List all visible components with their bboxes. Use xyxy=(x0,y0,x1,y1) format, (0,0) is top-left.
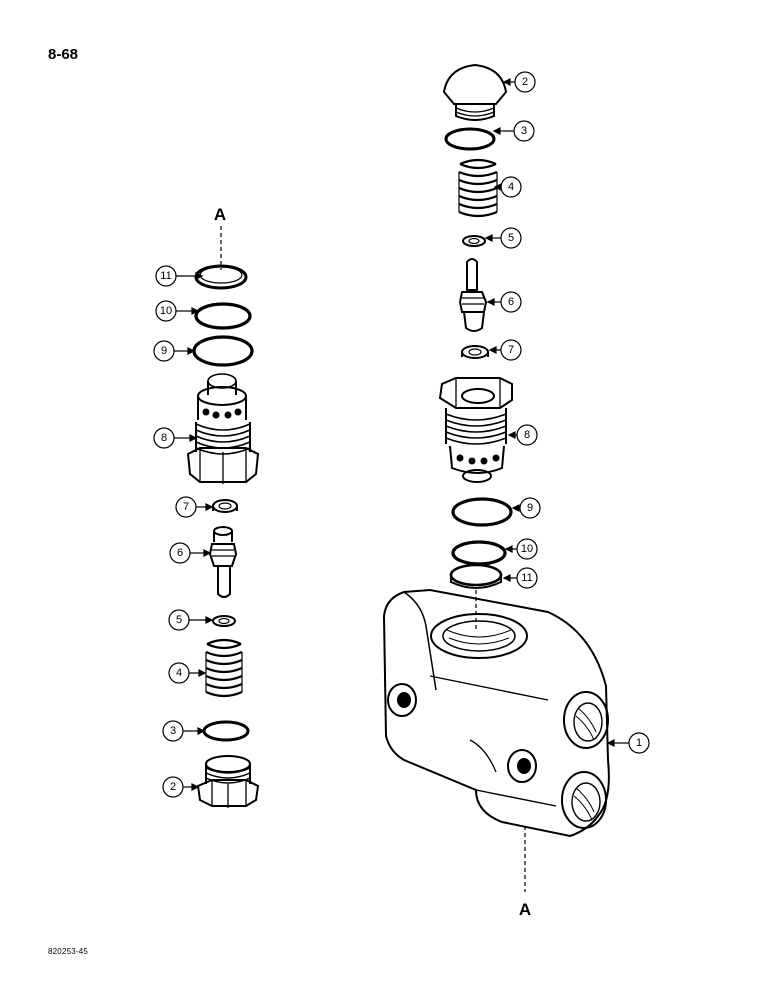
right-assembly: A xyxy=(382,63,610,919)
callout-left-8: 8 xyxy=(153,427,198,449)
right-callouts: 2 3 4 5 6 7 8 9 10 11 1 xyxy=(484,71,650,754)
svg-text:7: 7 xyxy=(183,501,189,513)
o-ring-9-right xyxy=(451,497,513,527)
svg-text:2: 2 xyxy=(170,781,176,793)
callout-left-10: 10 xyxy=(155,300,200,322)
svg-text:5: 5 xyxy=(508,232,514,244)
callout-left-11: 11 xyxy=(155,265,204,287)
callout-right-6: 6 xyxy=(486,291,522,313)
svg-text:6: 6 xyxy=(508,296,514,308)
o-ring-3-right xyxy=(444,127,496,151)
svg-text:8: 8 xyxy=(161,432,167,444)
washer-7 xyxy=(212,499,238,513)
washer-5 xyxy=(212,615,236,627)
svg-text:9: 9 xyxy=(527,502,533,514)
callout-right-10: 10 xyxy=(504,538,538,560)
callout-right-2: 2 xyxy=(502,71,536,93)
callout-right-4: 4 xyxy=(493,176,522,198)
backup-ring-11-right xyxy=(449,563,503,589)
callout-left-9: 9 xyxy=(153,340,196,362)
callout-left-4: 4 xyxy=(168,662,207,684)
svg-text:2: 2 xyxy=(522,76,528,88)
callout-right-8: 8 xyxy=(507,424,538,446)
poppet-6-right xyxy=(458,258,488,332)
valve-housing-1 xyxy=(382,588,610,838)
callout-left-6: 6 xyxy=(169,542,212,564)
washer-7-right xyxy=(461,345,489,359)
svg-text:5: 5 xyxy=(176,614,182,626)
cartridge-body-8 xyxy=(186,373,260,484)
callout-right-3: 3 xyxy=(492,120,535,142)
svg-text:7: 7 xyxy=(508,344,514,356)
svg-text:8: 8 xyxy=(524,429,530,441)
spring-4 xyxy=(205,638,243,698)
svg-text:6: 6 xyxy=(177,547,183,559)
o-ring-10 xyxy=(194,302,252,330)
svg-text:9: 9 xyxy=(161,345,167,357)
svg-text:1: 1 xyxy=(636,737,642,749)
svg-text:4: 4 xyxy=(176,667,182,679)
callout-right-9: 9 xyxy=(511,497,541,519)
svg-text:11: 11 xyxy=(160,270,171,282)
svg-text:11: 11 xyxy=(521,572,532,584)
o-ring-10-right xyxy=(451,540,507,566)
svg-text:3: 3 xyxy=(170,725,176,737)
plug-2 xyxy=(196,755,260,808)
svg-text:3: 3 xyxy=(521,125,527,137)
left-assembly: A xyxy=(186,205,260,808)
reference-letter-top: A xyxy=(214,205,226,224)
page-number: 8-68 xyxy=(48,46,79,63)
callout-right-7: 7 xyxy=(488,339,522,361)
callout-left-2: 2 xyxy=(162,776,200,798)
callout-right-5: 5 xyxy=(484,227,522,249)
washer-5-right xyxy=(462,235,486,247)
callout-right-1: 1 xyxy=(606,732,650,754)
spring-4-right xyxy=(458,158,498,218)
poppet-6 xyxy=(208,526,238,598)
o-ring-9 xyxy=(192,335,254,367)
left-callouts: 11 10 9 8 7 6 5 4 3 2 xyxy=(153,265,214,798)
svg-text:10: 10 xyxy=(521,543,533,555)
figure-code: 820253-45 xyxy=(48,947,89,956)
cartridge-8-right xyxy=(438,377,513,483)
cap-2 xyxy=(442,63,508,121)
callout-left-5: 5 xyxy=(168,609,214,631)
callout-right-11: 11 xyxy=(502,567,538,589)
svg-text:4: 4 xyxy=(508,181,514,193)
reference-letter-bottom: A xyxy=(519,900,531,919)
callout-left-7: 7 xyxy=(175,496,214,518)
callout-left-3: 3 xyxy=(162,720,206,742)
o-ring-3 xyxy=(202,720,250,742)
svg-text:10: 10 xyxy=(160,305,172,317)
